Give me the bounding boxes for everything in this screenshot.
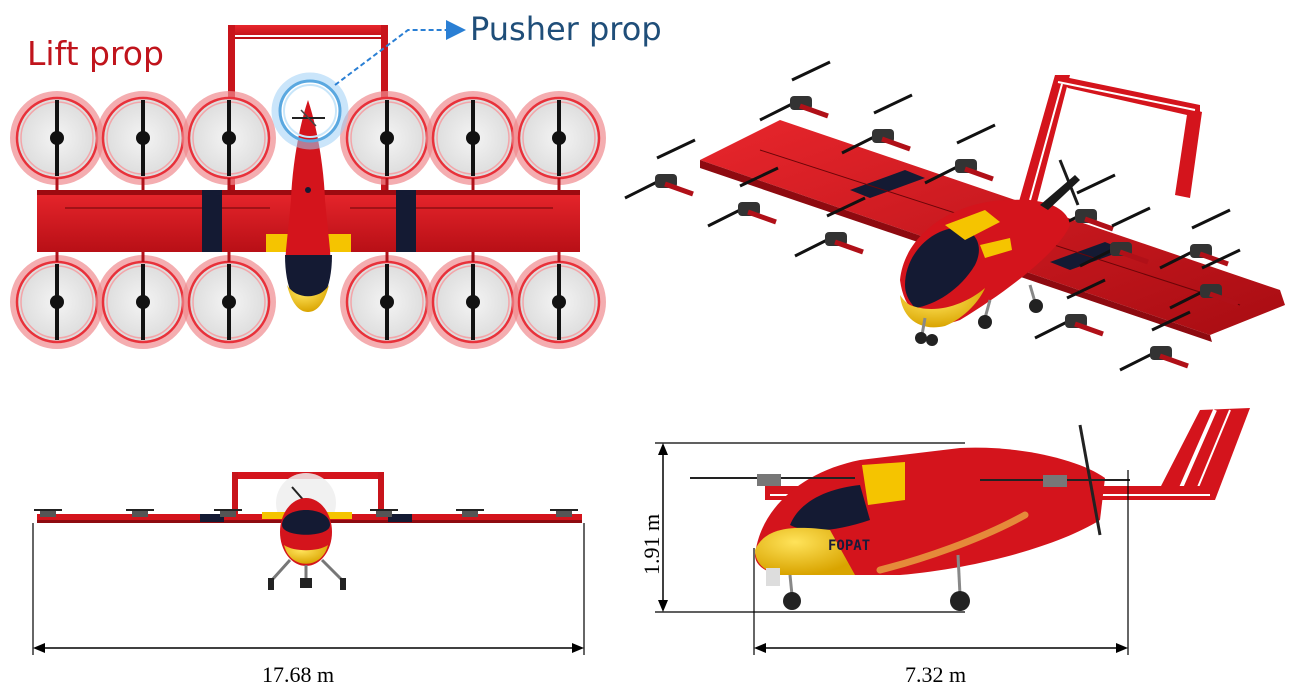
iso-rotor-icon bbox=[759, 60, 831, 122]
fuselage-text: FOPAT bbox=[828, 538, 870, 554]
iso-tail-frame bbox=[1018, 75, 1202, 210]
iso-rotor-icon bbox=[1119, 310, 1191, 372]
iso-lift-prop-group bbox=[624, 60, 1241, 372]
isometric-view bbox=[624, 60, 1285, 372]
pusher-prop-label: Pusher prop bbox=[470, 10, 662, 48]
pusher-prop-marker bbox=[271, 72, 349, 150]
length-dimension bbox=[753, 470, 1129, 655]
front-rotor-pod-icon bbox=[550, 509, 578, 517]
iso-rotor-icon bbox=[794, 196, 866, 258]
height-dimension bbox=[655, 442, 965, 613]
length-label: 7.32 m bbox=[905, 662, 966, 687]
side-view: FOPAT 1.91 m 7.32 m bbox=[639, 408, 1250, 687]
lift-prop-group bbox=[10, 91, 606, 349]
height-label: 1.91 m bbox=[639, 514, 664, 575]
lift-prop-disc-icon bbox=[10, 91, 104, 190]
iso-rotor-icon bbox=[1034, 278, 1106, 340]
span-label: 17.68 m bbox=[262, 662, 334, 687]
span-dimension bbox=[32, 523, 585, 655]
iso-rotor-icon bbox=[924, 123, 996, 185]
iso-rotor-icon bbox=[1169, 248, 1241, 310]
front-rotor-pod-icon bbox=[214, 509, 242, 517]
pusher-callout-arrow bbox=[334, 20, 466, 86]
lift-prop-disc-icon bbox=[10, 252, 104, 349]
front-view: 17.68 m bbox=[32, 472, 585, 687]
top-view: Lift prop Pusher prop bbox=[10, 10, 662, 349]
front-rotor-pod-icon bbox=[456, 509, 484, 517]
iso-fuselage bbox=[900, 159, 1080, 346]
iso-rotor-icon bbox=[841, 93, 913, 155]
iso-rotor-icon bbox=[624, 138, 696, 200]
lift-prop-disc-icon bbox=[182, 252, 276, 349]
front-rotor-pod-icon bbox=[370, 509, 398, 517]
front-prop-pods bbox=[34, 509, 578, 517]
iso-rotor-icon bbox=[1159, 208, 1231, 270]
lift-prop-disc-icon bbox=[512, 91, 606, 190]
lift-prop-disc-icon bbox=[340, 91, 434, 190]
iso-rotor-icon bbox=[707, 166, 779, 228]
lift-prop-disc-icon bbox=[182, 91, 276, 190]
lift-prop-label: Lift prop bbox=[27, 34, 164, 73]
lift-prop-disc-icon bbox=[96, 252, 190, 349]
lift-prop-disc-icon bbox=[512, 252, 606, 349]
lift-prop-disc-icon bbox=[340, 252, 434, 349]
iso-rotor-icon bbox=[1079, 206, 1151, 268]
lift-prop-disc-icon bbox=[96, 91, 190, 190]
fuselage-top bbox=[266, 100, 351, 312]
front-rotor-pod-icon bbox=[126, 509, 154, 517]
lift-prop-disc-icon bbox=[426, 91, 520, 190]
front-rotor-pod-icon bbox=[34, 509, 62, 517]
lift-prop-disc-icon bbox=[426, 252, 520, 349]
